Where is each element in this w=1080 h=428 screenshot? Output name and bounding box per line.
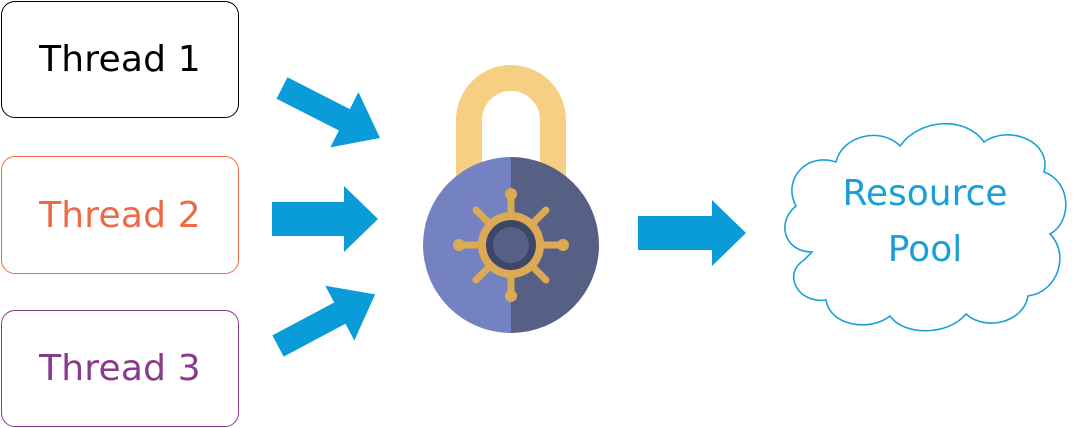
thread-3-label: Thread 3 [39,348,201,389]
arrow-thread-3-icon [272,285,376,357]
arrow-thread-1-icon [276,77,381,148]
arrow-thread-2-icon [272,186,378,252]
arrow-lock-to-pool-icon [638,200,746,266]
resource-pool-line-2: Pool [887,229,963,270]
thread-3-box: Thread 3 [1,310,239,427]
resource-pool-line-1: Resource [842,173,1008,214]
thread-2-box: Thread 2 [1,156,239,274]
resource-pool-label: Resource Pool [780,166,1070,278]
resource-pool-cloud [784,122,1067,332]
thread-1-box: Thread 1 [1,1,239,118]
thread-2-label: Thread 2 [39,194,201,236]
padlock-icon [423,65,599,333]
thread-1-label: Thread 1 [39,39,201,80]
